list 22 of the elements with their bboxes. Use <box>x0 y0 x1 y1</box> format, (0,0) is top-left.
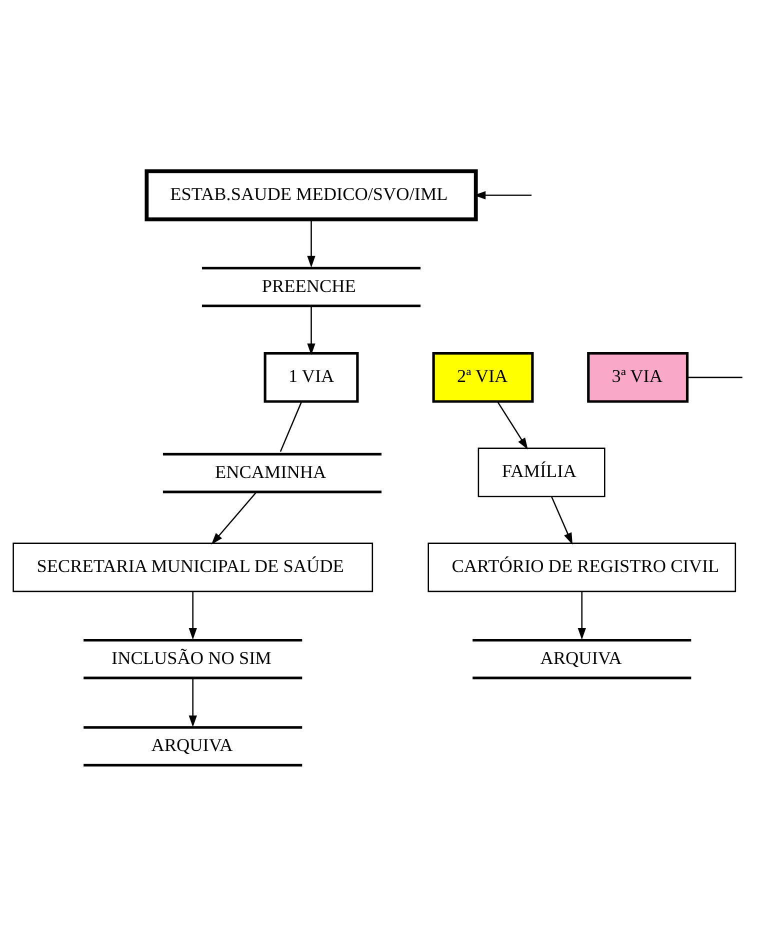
arrow <box>550 496 573 545</box>
arrow <box>578 591 586 640</box>
node-text: INCLUSÃO NO SIM <box>112 648 272 668</box>
node-text: PREENCHE <box>262 276 356 296</box>
node-text: ARQUIVA <box>151 735 233 756</box>
node-text: ENCAMINHA <box>214 462 326 482</box>
arrow <box>496 401 528 450</box>
node-box: CARTÓRIO DE REGISTRO CIVIL <box>428 542 736 592</box>
connector <box>688 376 742 378</box>
node-box: FAMÍLIA <box>478 448 606 498</box>
node-box: SECRETARIA MUNICIPAL DE SAÚDE <box>12 542 374 592</box>
node-box: ESTAB.SAUDE MEDICO/SVO/IML <box>144 169 478 222</box>
node-box: 1 VIA <box>264 352 359 403</box>
node-box: 2ª VIA <box>432 352 534 403</box>
arrow <box>211 492 256 545</box>
connector <box>280 401 302 452</box>
node-text: ARQUIVA <box>540 648 622 668</box>
node-box: 3ª VIA <box>587 352 689 403</box>
arrow <box>307 306 316 356</box>
arrow <box>188 591 197 640</box>
arrow <box>307 219 316 268</box>
arrow <box>188 678 197 728</box>
